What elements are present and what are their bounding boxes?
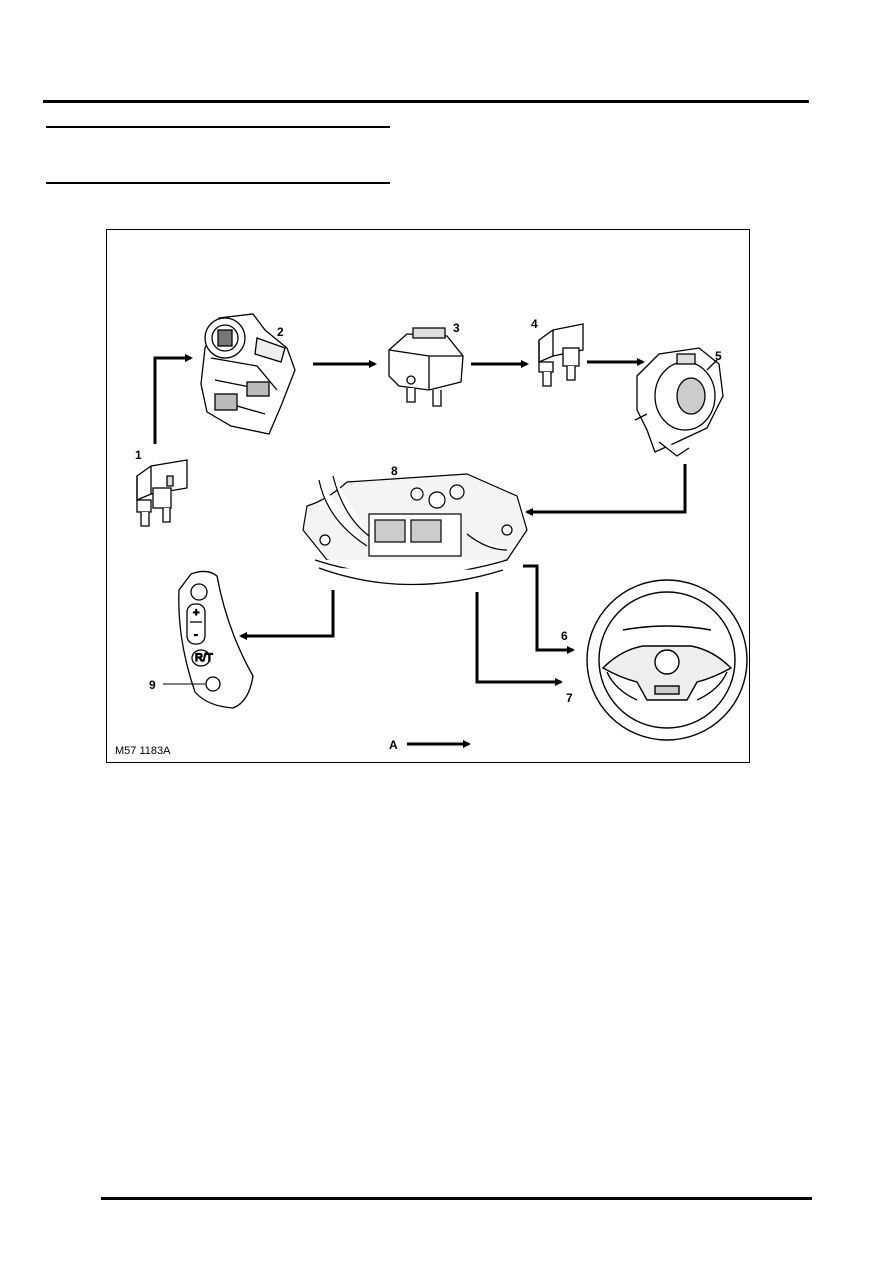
- relay-3-component: [388, 327, 464, 407]
- callout-5: 5: [715, 349, 722, 363]
- circuit-diagram-figure: + - R/T 1 2 3 4 5 6 7 8 9 A M57 1183A: [106, 229, 750, 763]
- figure-code: M57 1183A: [115, 745, 171, 757]
- svg-text:R/T: R/T: [195, 652, 213, 664]
- switch-pack-9-component: + - R/T: [178, 570, 254, 709]
- callout-6: 6: [561, 629, 568, 643]
- header-rule: [43, 100, 809, 103]
- callout-9: 9: [149, 678, 156, 692]
- flow-arrows: [153, 354, 687, 748]
- callout-7: 7: [566, 691, 573, 705]
- svg-text:+: +: [193, 607, 199, 619]
- section-rule-bottom: [46, 182, 390, 184]
- control-module-8-component: [302, 473, 528, 586]
- callout-2: 2: [277, 325, 284, 339]
- ignition-switch-2-component: [200, 313, 296, 435]
- rotary-coupler-5-component: [634, 347, 724, 457]
- callout-1: 1: [135, 448, 142, 462]
- callout-8: 8: [391, 464, 398, 478]
- fuse-1-component: [136, 459, 188, 527]
- callout-3: 3: [453, 321, 460, 335]
- svg-text:-: -: [194, 629, 198, 641]
- section-rule-top: [46, 126, 390, 128]
- callout-4: 4: [531, 317, 538, 331]
- steering-wheel-component: [586, 579, 748, 741]
- fuse-4-component: [538, 323, 584, 387]
- view-arrow-label: A: [389, 738, 398, 752]
- footer-rule: [101, 1197, 812, 1200]
